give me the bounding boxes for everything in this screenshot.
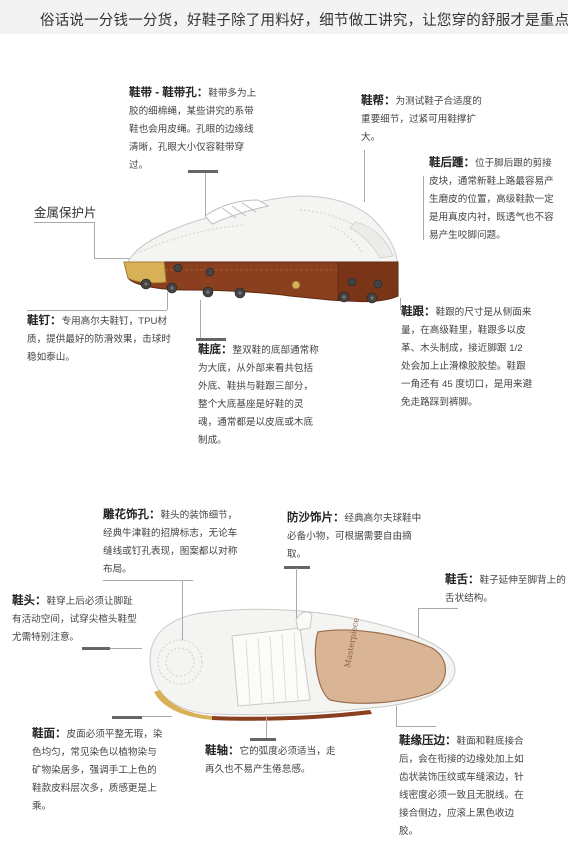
leader-spikes-up xyxy=(167,292,168,310)
note-toe-title: 鞋头： xyxy=(12,595,47,607)
tick-toe xyxy=(82,647,110,650)
leader-tongue xyxy=(418,608,458,609)
leader-upper xyxy=(364,150,365,202)
note-welt-title: 鞋缘压边： xyxy=(399,735,457,747)
leader-kiltie xyxy=(296,568,297,618)
leader-metal-guard-end xyxy=(94,258,130,259)
note-metal-guard: 金属保护片 xyxy=(34,202,97,221)
note-welt-body: 鞋面和鞋底接合后，会在衔接的边缘处加上如齿状装饰压纹或车缝滚边，针线密度必须一致… xyxy=(399,736,524,837)
shoe-upper xyxy=(127,195,398,269)
leader-vamp xyxy=(112,716,172,717)
leader-metal-guard-drop xyxy=(94,222,95,258)
shoe-insole xyxy=(314,629,446,704)
note-spikes-title: 鞋钉： xyxy=(27,315,62,327)
note-heel-counter-title: 鞋后踵： xyxy=(429,157,475,169)
note-spikes-body: 专用高尔夫鞋钉，TPU材质，提供最好的防滑效果，击球时稳如泰山。 xyxy=(27,316,171,363)
tick-sole xyxy=(196,338,226,341)
leader-laces xyxy=(205,172,206,216)
note-sole-title: 鞋底： xyxy=(198,344,233,356)
leader-metal-guard xyxy=(34,222,94,223)
note-welt: 鞋缘压边：鞋面和鞋底接合后，会在衔接的边缘处加上如齿状装饰压纹或车缝滚边，针线密… xyxy=(399,732,529,841)
note-kiltie: 防沙饰片：经典高尔夫球鞋中必备小物，可根据需要自由摘取。 xyxy=(287,509,427,564)
note-heel-title: 鞋跟： xyxy=(401,306,436,318)
kiltie-fringe xyxy=(231,627,311,707)
note-kiltie-title: 防沙饰片： xyxy=(287,512,345,524)
leader-brogue-drop xyxy=(182,580,183,640)
note-vamp: 鞋面：皮面必须平整无瑕，染色均匀，常见染色以植物染与矿物染居多，强调手工上色的鞋… xyxy=(32,725,164,816)
note-vamp-body: 皮面必须平整无瑕，染色均匀，常见染色以植物染与矿物染居多，强调手工上色的鞋款皮料… xyxy=(32,729,163,812)
leader-heel xyxy=(400,298,401,310)
note-heel: 鞋跟：鞋跟的尺寸是从侧面来量，在高级鞋里，鞋跟多以皮革、木头制成，接近脚跟 1/… xyxy=(401,303,533,412)
leader-welt xyxy=(396,726,436,727)
note-heel-counter: 鞋后踵：位于脚后跟的剪接皮块，通常新鞋上路最容易产生磨皮的位置，高级鞋款一定是用… xyxy=(429,154,559,245)
tick-kiltie xyxy=(284,566,310,569)
note-shank: 鞋轴：它的弧度必须适当，走再久也不易产生倦怠感。 xyxy=(205,742,345,779)
top-banner: 俗话说一分钱一分货，好鞋子除了用料好，细节做工讲究，让您穿的舒服才是重点！ xyxy=(0,0,568,34)
note-heel-body: 鞋跟的尺寸是从侧面来量，在高级鞋里，鞋跟多以皮革、木头制成，接近脚跟 1/2 处… xyxy=(401,307,533,408)
note-laces-title: 鞋带 - 鞋带孔： xyxy=(129,87,209,99)
note-spikes: 鞋钉：专用高尔夫鞋钉，TPU材质，提供最好的防滑效果，击球时稳如泰山。 xyxy=(27,312,175,367)
note-brogue-body: 鞋头的装饰细节，经典牛津鞋的招牌标志，无论车缝线或钉孔表现，图案都以对称布局。 xyxy=(103,510,238,575)
leader-welt-up xyxy=(396,706,397,726)
leader-spikes xyxy=(27,310,167,311)
note-toe-body: 鞋穿上后必须让脚趾有活动空间，试穿尖楦头鞋型尤需特别注意。 xyxy=(12,596,137,643)
note-tongue-body: 鞋子延伸至脚背上的舌状结构。 xyxy=(445,575,566,604)
leader-sole xyxy=(200,300,201,338)
shoe-laces xyxy=(204,199,270,225)
note-laces: 鞋带 - 鞋带孔：鞋带多为上胶的细棉绳，某些讲究的系带鞋也会用皮绳。孔眼的边缘线… xyxy=(129,84,259,175)
note-laces-body: 鞋带多为上胶的细棉绳，某些讲究的系带鞋也会用皮绳。孔眼的边缘线清晰，孔眼大小仅容… xyxy=(129,88,257,171)
leader-brogue xyxy=(103,580,193,581)
note-upper-title: 鞋帮： xyxy=(361,95,396,107)
tick-vamp xyxy=(112,716,142,719)
note-sole-body: 整双鞋的底部通常称为大底，从外部来看共包括外底、鞋拱与鞋跟三部分，整个大底基座是… xyxy=(198,345,319,446)
note-metal-guard-title: 金属保护片 xyxy=(34,206,97,220)
note-tongue-title: 鞋舌： xyxy=(445,574,480,586)
note-tongue: 鞋舌：鞋子延伸至脚背上的舌状结构。 xyxy=(445,571,567,608)
note-brogue-title: 雕花饰孔： xyxy=(103,509,161,521)
shoe-tongue xyxy=(295,611,313,631)
leader-shank xyxy=(266,716,267,738)
leader-heel-counter xyxy=(423,176,424,240)
golf-spikes xyxy=(140,263,383,304)
note-shank-title: 鞋轴： xyxy=(205,745,240,757)
note-vamp-title: 鞋面： xyxy=(32,728,67,740)
leader-tongue-drop xyxy=(418,608,419,638)
banner-text: 俗话说一分钱一分货，好鞋子除了用料好，细节做工讲究，让您穿的舒服才是重点！ xyxy=(40,13,568,29)
tick-shank xyxy=(250,738,276,741)
note-sole: 鞋底：整双鞋的底部通常称为大底，从外部来看共包括外底、鞋拱与鞋跟三部分，整个大底… xyxy=(198,341,320,450)
note-heel-counter-body: 位于脚后跟的剪接皮块，通常新鞋上路最容易产生磨皮的位置，高级鞋款一定是用真皮内衬… xyxy=(429,158,554,241)
note-kiltie-body: 经典高尔夫球鞋中必备小物，可根据需要自由摘取。 xyxy=(287,513,422,560)
tick-laces xyxy=(188,170,218,173)
note-shank-body: 它的弧度必须适当，走再久也不易产生倦怠感。 xyxy=(205,746,336,775)
brogue-medallion xyxy=(157,639,203,685)
note-upper: 鞋帮：为测试鞋子合适度的重要细节，过紧可用鞋撑扩大。 xyxy=(361,92,491,147)
note-toe: 鞋头：鞋穿上后必须让脚趾有活动空间，试穿尖楦头鞋型尤需特别注意。 xyxy=(12,592,142,647)
note-upper-body: 为测试鞋子合适度的重要细节，过紧可用鞋撑扩大。 xyxy=(361,96,482,143)
leader-toe xyxy=(82,648,142,649)
note-brogue: 雕花饰孔：鞋头的装饰细节，经典牛津鞋的招牌标志，无论车缝线或钉孔表现，图案都以对… xyxy=(103,506,238,579)
